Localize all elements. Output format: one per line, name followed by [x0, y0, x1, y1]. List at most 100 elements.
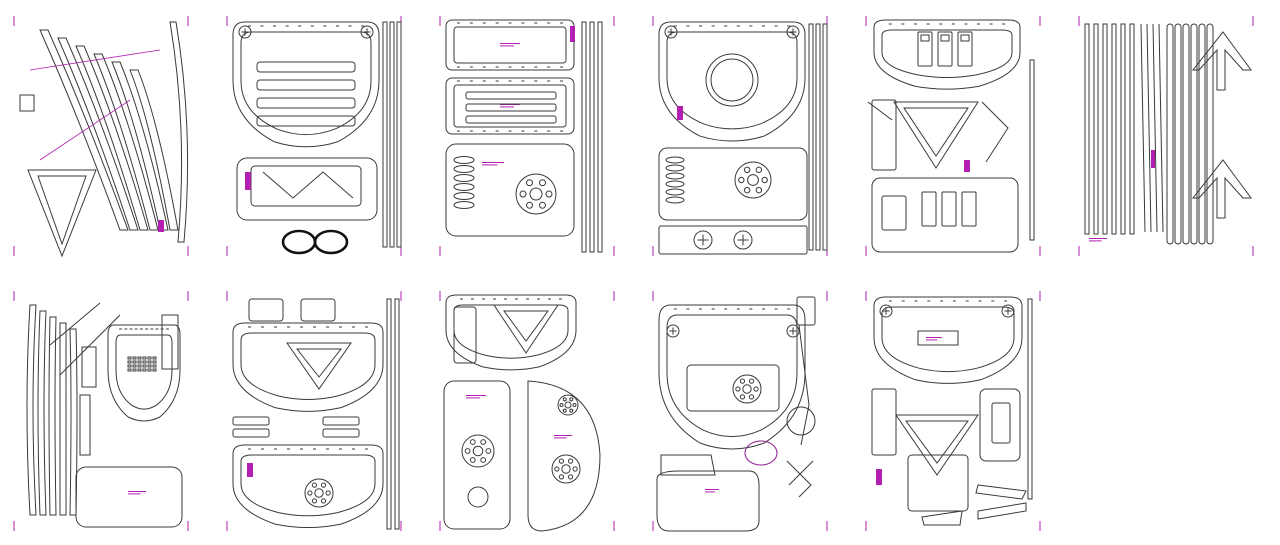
frame-outline [107, 324, 181, 422]
slot-bar [465, 91, 557, 100]
y-clip [1191, 31, 1252, 91]
strut-strip [822, 23, 828, 251]
etch-label [482, 164, 498, 166]
hub-hole [311, 482, 318, 488]
dowel [1174, 23, 1182, 245]
battery-slot [453, 192, 475, 200]
mount-hole [733, 230, 753, 250]
tray-cutout [453, 84, 567, 128]
etch-label [466, 395, 486, 396]
window [991, 402, 1011, 444]
hub-hole [480, 457, 487, 463]
strut-strip [1093, 23, 1099, 235]
battery-slot [453, 156, 475, 164]
dowel [1166, 23, 1174, 245]
vent-slot [132, 356, 137, 360]
cut-sheet-parts [865, 291, 1041, 531]
frame-outline [873, 296, 1023, 384]
x-brace [786, 460, 814, 498]
triangle-inner [905, 420, 969, 464]
strut-strip [389, 21, 395, 248]
lens-ring [705, 53, 759, 107]
side-panel [79, 394, 91, 456]
vent-slot [132, 360, 137, 364]
hub-hole [545, 190, 553, 198]
tray-cutout [686, 364, 780, 412]
rib-strip [39, 29, 129, 231]
strut-strip [815, 23, 821, 251]
slot-bar [465, 115, 557, 124]
vent-slot [142, 368, 147, 372]
cut-sheet-drawing [652, 291, 828, 532]
hub-hole [735, 386, 741, 392]
frame-inner [115, 334, 173, 410]
etch-label [482, 162, 504, 163]
rubber-ring [313, 229, 349, 255]
window [937, 31, 953, 67]
strut-strip [396, 21, 402, 248]
dowel [1190, 23, 1198, 245]
strut-strip [1027, 298, 1033, 500]
hub-center [742, 384, 752, 394]
strut-strip [1029, 59, 1035, 241]
vent-slot [152, 368, 157, 372]
frame-inner [240, 31, 372, 136]
hub-hole [464, 448, 471, 454]
hub-ring [461, 434, 495, 468]
cut-sheet-7 [10, 285, 192, 535]
frame-inner [453, 304, 569, 359]
cut-sheet-drawing [865, 16, 1041, 256]
strut-strip [581, 21, 587, 253]
triangle-brace [493, 304, 559, 354]
hub-ring [551, 454, 581, 484]
etch-label [128, 491, 146, 492]
strut-strip [1111, 23, 1117, 235]
cut-sheet-2 [223, 10, 405, 260]
mount-crosshair [241, 28, 249, 36]
etch-label [926, 337, 942, 338]
etch-label [926, 339, 938, 341]
etch-label [705, 489, 719, 490]
vent-slot [127, 364, 132, 368]
frame-outline [232, 322, 384, 412]
battery-slot [665, 164, 685, 172]
tray-panel [871, 177, 1019, 253]
etch-label [1089, 240, 1102, 242]
rib-strip [48, 316, 57, 516]
battery-slot [453, 165, 475, 173]
hub-hole [753, 386, 759, 392]
hub-center [564, 401, 572, 409]
strut-strip [394, 298, 400, 530]
hub-hole [558, 474, 565, 480]
battery-slot [453, 183, 475, 191]
rib-strip [111, 61, 169, 231]
rib-strip [37, 310, 47, 516]
tray-panel [236, 157, 378, 221]
hub-hole [519, 190, 527, 198]
vent-slot [152, 356, 157, 360]
tray-cutout [453, 26, 567, 64]
hub-hole [761, 176, 768, 184]
clip [881, 195, 907, 231]
frame-outline [445, 294, 577, 371]
hub-hole [569, 408, 574, 413]
tray-panel [907, 454, 969, 512]
rib-strip [798, 324, 810, 446]
strut-strip [386, 298, 392, 530]
cut-sheet-parts [865, 16, 1041, 256]
hub-hole [526, 179, 533, 187]
vent-slot [142, 360, 147, 364]
slot-bar [256, 61, 356, 73]
triangle-brace [893, 101, 979, 169]
mount-crosshair [669, 327, 677, 335]
hub-hole [569, 397, 574, 402]
vent-slot [142, 356, 147, 360]
wedge [977, 502, 1027, 520]
tray-panel [445, 77, 575, 135]
rib-strip [93, 53, 159, 231]
hub-hole [311, 498, 318, 504]
etched-disc [744, 440, 778, 466]
cut-sheet-6 [1075, 10, 1257, 260]
vent-slot [152, 364, 157, 368]
cut-sheet-5 [862, 10, 1044, 260]
